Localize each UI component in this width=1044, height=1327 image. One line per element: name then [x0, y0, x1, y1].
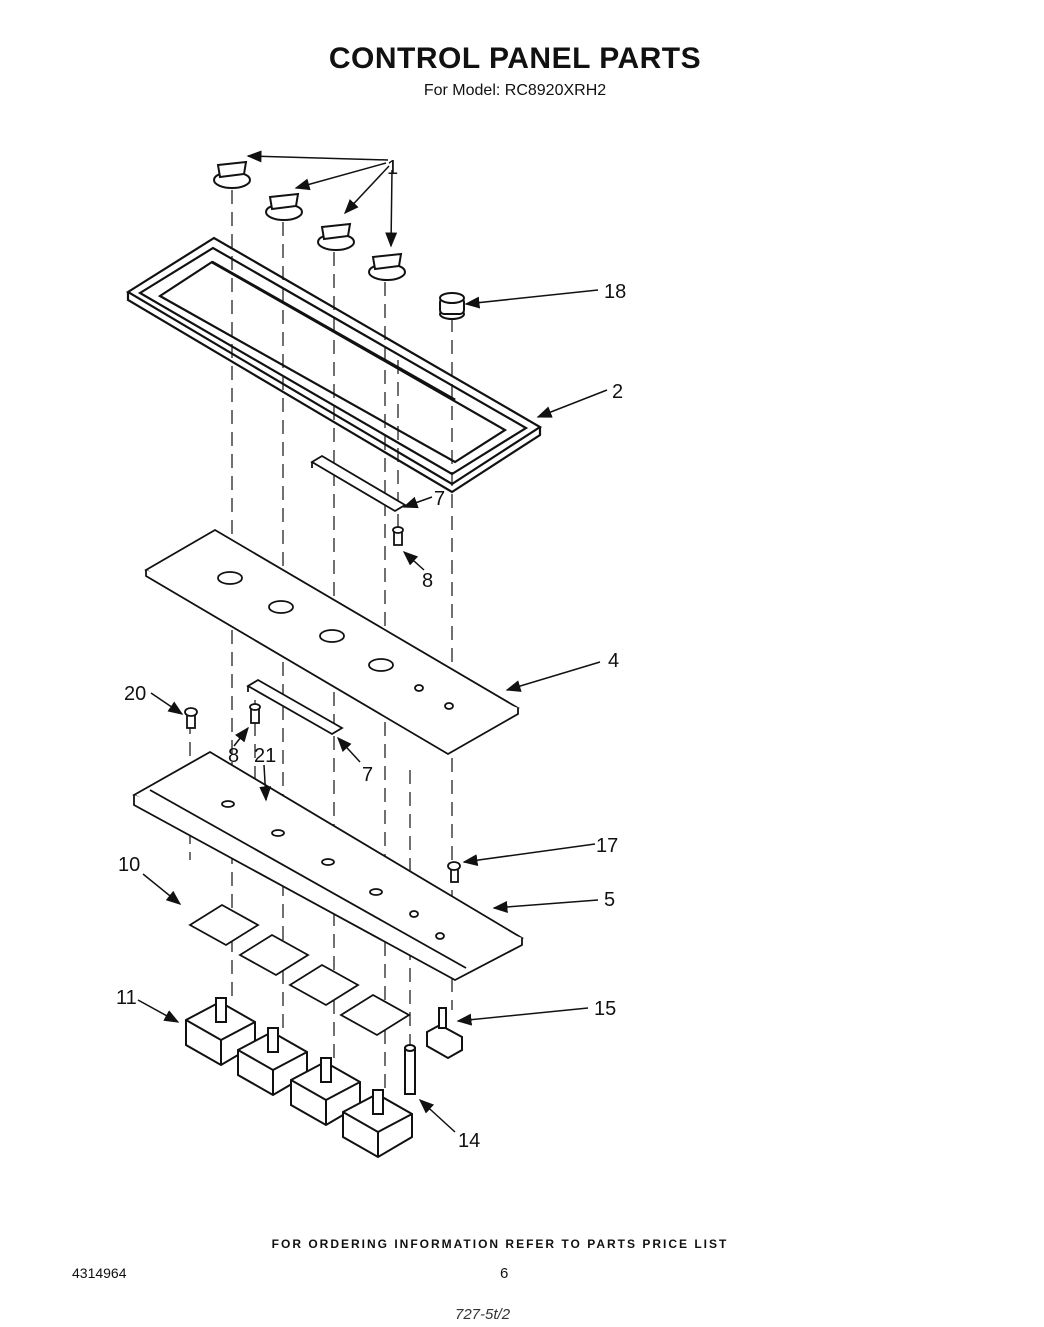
bracket-upper [310, 454, 407, 513]
switch-15 [426, 1007, 463, 1060]
callout-2: 2 [612, 381, 623, 403]
callout-7-lower: 7 [362, 764, 373, 786]
callout-4: 4 [608, 650, 619, 672]
mounting-bracket [132, 750, 524, 982]
knob-1 [213, 160, 251, 189]
callout-21: 21 [254, 745, 276, 767]
callout-20: 20 [124, 683, 146, 705]
control-panel-bezel [125, 236, 543, 494]
leader-arrows [137, 150, 608, 1133]
callout-18: 18 [604, 281, 626, 303]
callout-labels: 1 18 2 7 8 4 20 8 21 7 17 10 5 11 15 14 [116, 157, 626, 1152]
switch-parts-misc [404, 1007, 463, 1095]
handwritten-note: 727-5t/2 [455, 1306, 511, 1323]
callout-14: 14 [458, 1130, 480, 1152]
callout-11: 11 [116, 987, 137, 1009]
callout-8-lower: 8 [228, 745, 239, 767]
page-number: 6 [500, 1265, 509, 1282]
callout-5: 5 [604, 889, 615, 911]
callout-1: 1 [387, 157, 398, 179]
knob-4 [368, 252, 406, 281]
switch-4 [342, 1089, 413, 1159]
callout-15: 15 [594, 998, 616, 1020]
screw-20 [184, 707, 198, 729]
screw-17 [447, 861, 461, 883]
model-subtitle: For Model: RC8920XRH2 [423, 82, 607, 99]
knob-2 [265, 192, 303, 221]
control-panel-plate [144, 528, 520, 756]
pin-14 [404, 1044, 416, 1095]
switch-2 [237, 1027, 308, 1097]
document-number: 4314964 [72, 1265, 127, 1281]
bracket-lower [246, 678, 344, 736]
ordering-note: FOR ORDERING INFORMATION REFER TO PARTS … [271, 1237, 729, 1251]
callout-10: 10 [118, 854, 140, 876]
callout-17: 17 [596, 835, 618, 857]
callout-8-upper: 8 [422, 570, 433, 592]
control-knobs [213, 160, 406, 281]
callout-7-upper: 7 [434, 488, 445, 510]
screw-upper [392, 526, 404, 546]
switch-3 [290, 1057, 361, 1127]
knob-3 [317, 222, 355, 251]
screw-lower [249, 703, 261, 724]
page-title: CONTROL PANEL PARTS [328, 42, 702, 75]
insulator-pads [188, 903, 411, 1037]
rotary-switches [185, 997, 413, 1159]
small-knob [439, 292, 465, 320]
